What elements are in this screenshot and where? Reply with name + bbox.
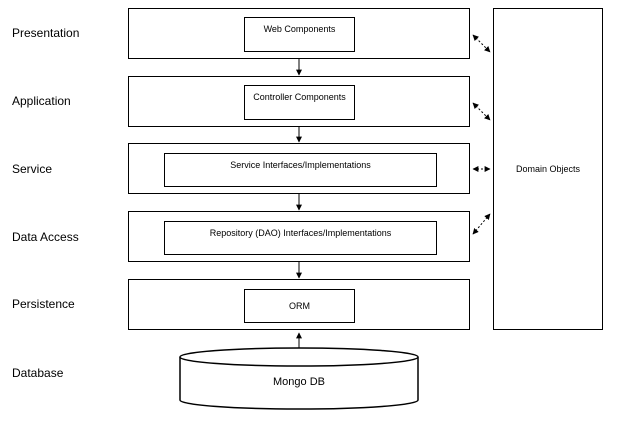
layer-label-presentation: Presentation <box>12 26 80 40</box>
web-components-label: Web Components <box>263 24 336 34</box>
controller-components-box: Controller Components <box>244 85 355 120</box>
database-label: Mongo DB <box>273 376 325 388</box>
orm-label: ORM <box>289 300 310 311</box>
domain-objects-box: Domain Objects <box>493 8 603 330</box>
service-interfaces-label: Service Interfaces/Implementations <box>230 160 371 170</box>
link-application-domain <box>472 102 491 121</box>
service-interfaces-box: Service Interfaces/Implementations <box>164 153 437 187</box>
web-components-box: Web Components <box>244 17 355 52</box>
database-cylinder <box>179 347 419 410</box>
repository-interfaces-label: Repository (DAO) Interfaces/Implementati… <box>209 228 392 238</box>
orm-box: ORM <box>244 289 355 323</box>
presentation-layer-box: Web Components <box>128 8 470 59</box>
link-data-access-domain <box>472 213 491 235</box>
domain-objects-label: Domain Objects <box>515 163 581 174</box>
application-layer-box: Controller Components <box>128 76 470 127</box>
layer-label-service: Service <box>12 162 53 176</box>
layer-label-persistence: Persistence <box>12 297 75 311</box>
layer-label-database: Database <box>12 366 64 380</box>
data-access-layer-box: Repository (DAO) Interfaces/Implementati… <box>128 211 470 262</box>
repository-interfaces-box: Repository (DAO) Interfaces/Implementati… <box>164 221 437 255</box>
persistence-layer-box: ORM <box>128 279 470 330</box>
link-presentation-domain <box>472 34 491 53</box>
layer-label-data-access: Data Access <box>12 230 79 244</box>
controller-components-label: Controller Components <box>253 92 346 102</box>
layer-label-application: Application <box>12 94 71 108</box>
service-layer-box: Service Interfaces/Implementations <box>128 143 470 194</box>
